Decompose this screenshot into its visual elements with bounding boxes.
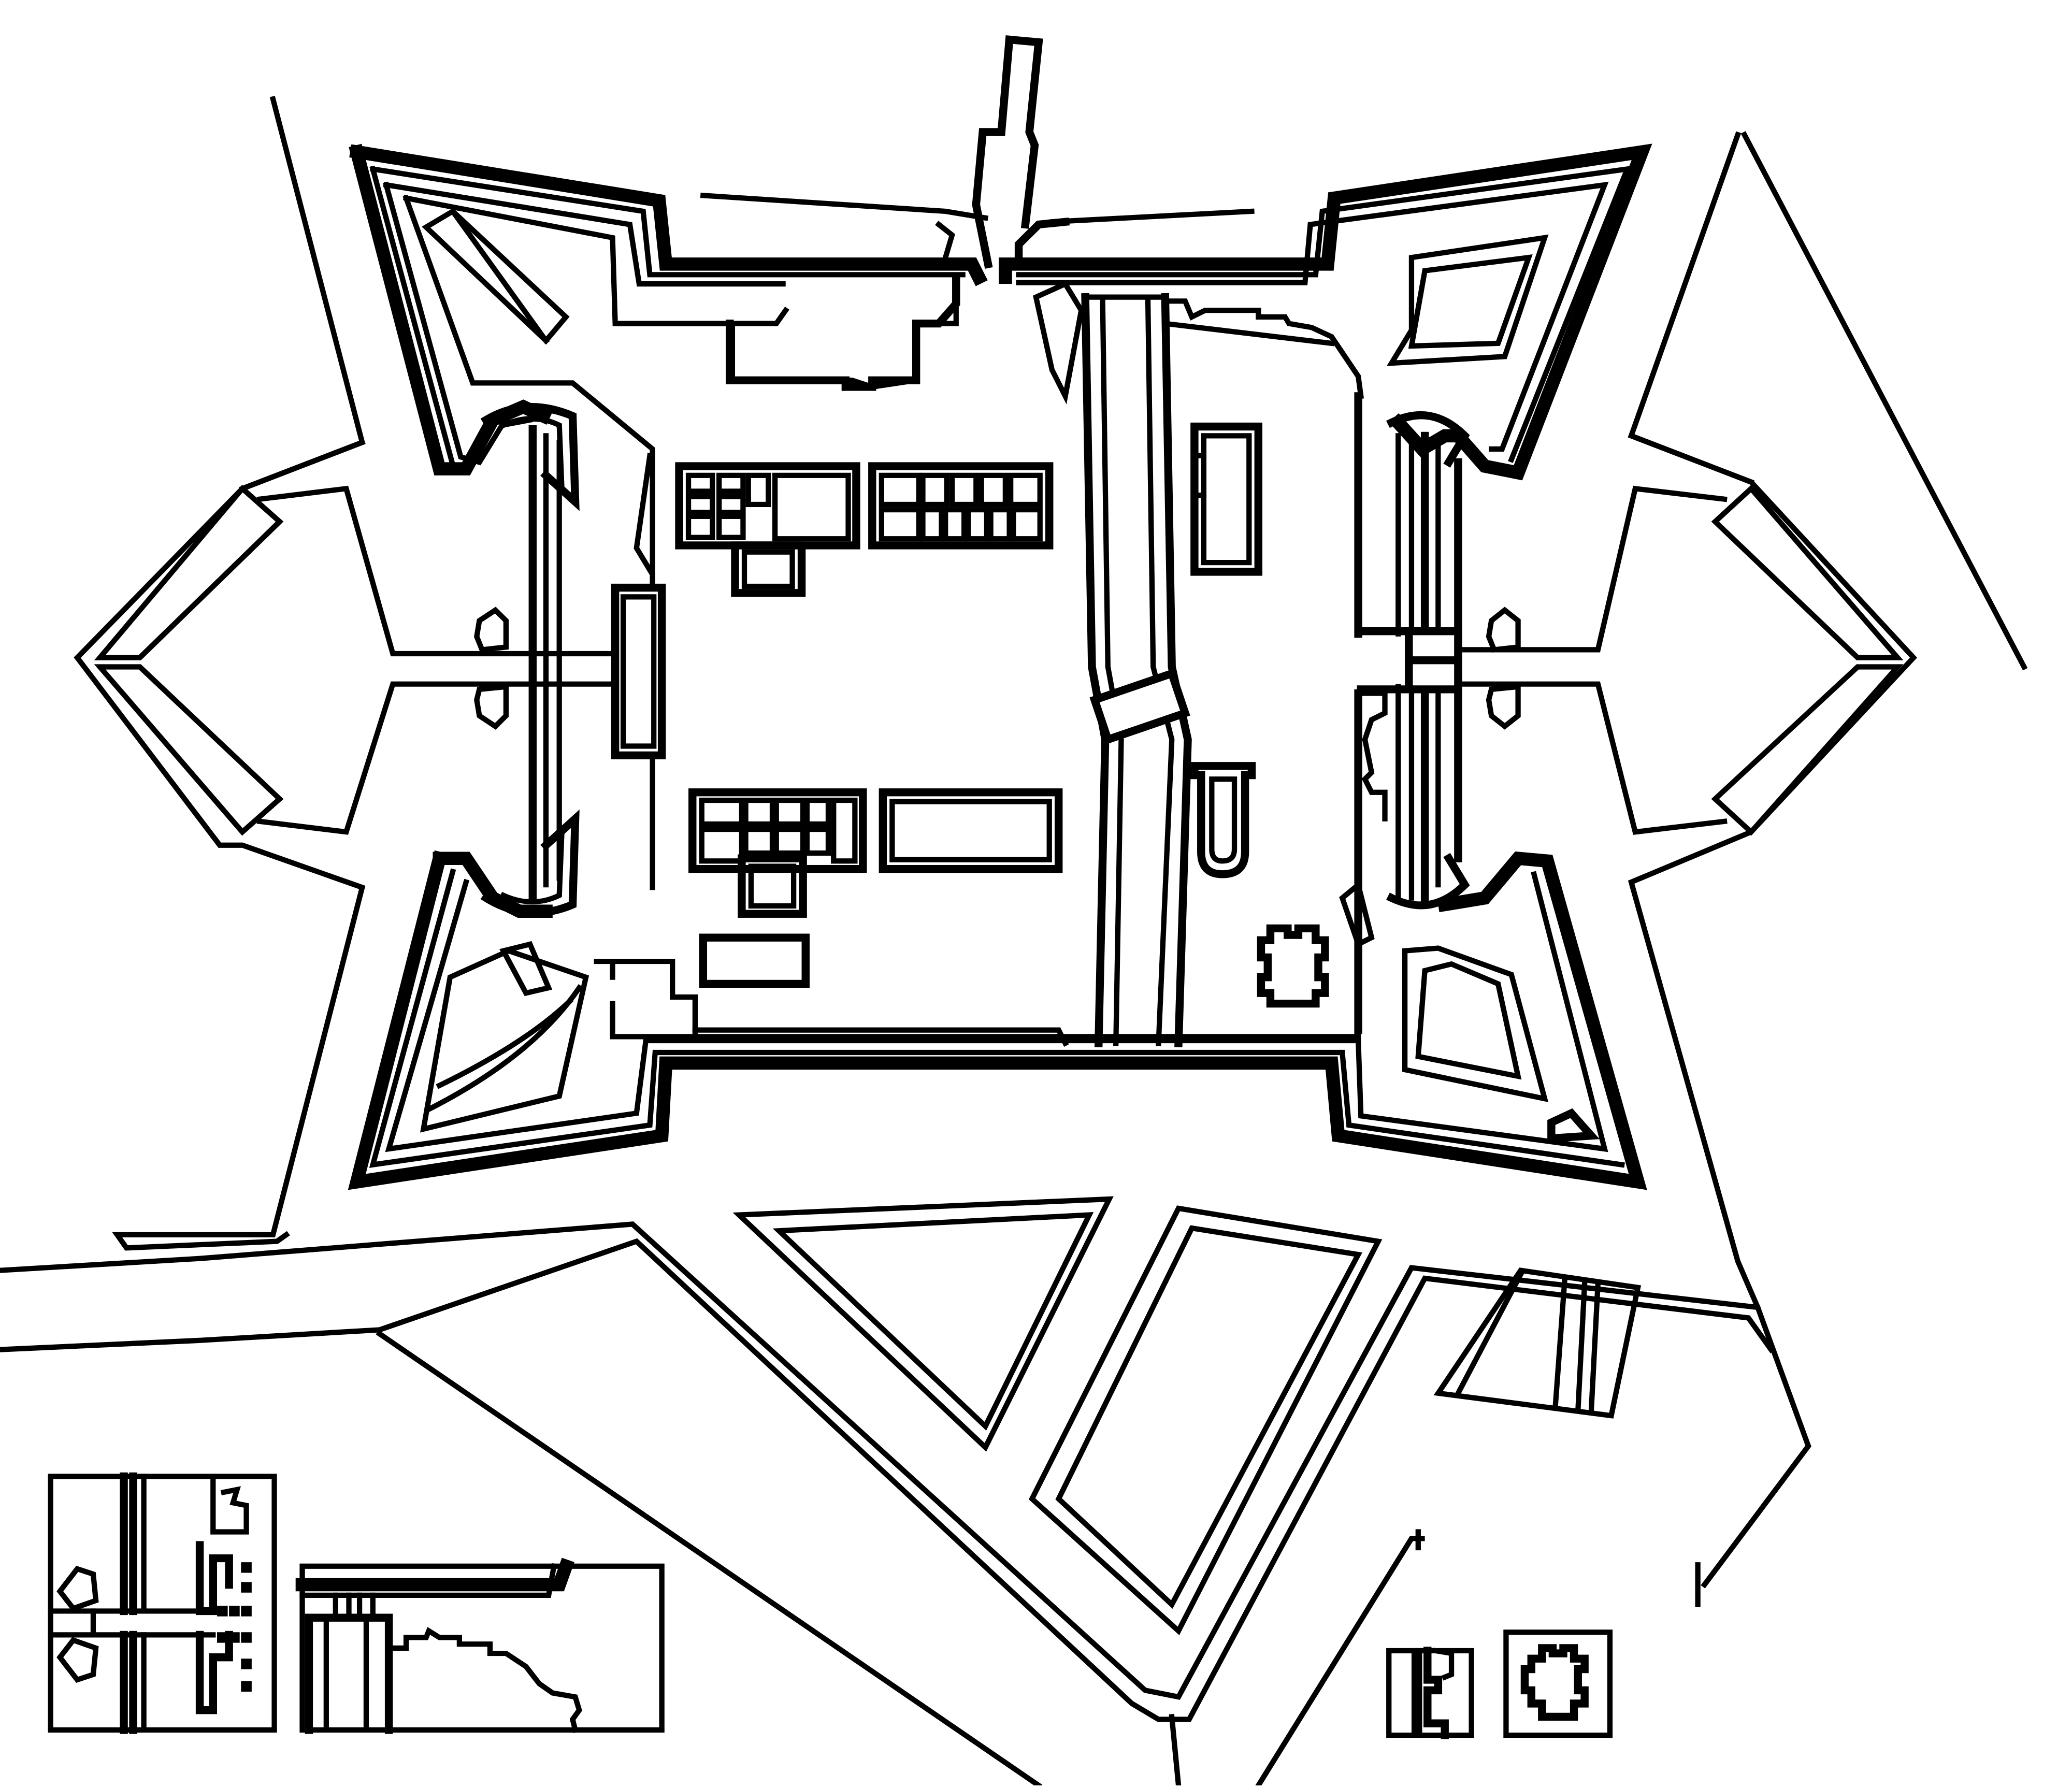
detail-inset-wall-section bbox=[295, 1558, 665, 1734]
south-east-bastion-platform bbox=[1402, 945, 1600, 1143]
south-inner-wall bbox=[594, 958, 1361, 1047]
south-west-bastion-platform bbox=[420, 941, 589, 1133]
building-north-east-hall bbox=[1190, 422, 1263, 576]
detail-inset-tower bbox=[1503, 1630, 1613, 1738]
lower-road-lines bbox=[0, 1221, 1811, 1788]
west-gate-passage bbox=[94, 439, 666, 836]
lower-left-ravelin bbox=[732, 1196, 1114, 1452]
building-south-center-block bbox=[879, 788, 1063, 873]
detail-inset-small-plan bbox=[1386, 1647, 1474, 1739]
north-gate-corridor bbox=[935, 35, 1070, 269]
building-north-center-block bbox=[868, 462, 1054, 550]
building-north-west-block bbox=[675, 462, 860, 597]
lower-center-outwork bbox=[1028, 1205, 1383, 1635]
building-south-small-block bbox=[699, 933, 810, 988]
building-crenellated-tower bbox=[1257, 924, 1329, 1008]
east-gate-passage bbox=[1357, 432, 1904, 836]
east-inner-wall bbox=[1339, 392, 1388, 1034]
detail-inset-gate-plan bbox=[48, 1472, 277, 1734]
building-south-west-block bbox=[688, 788, 867, 918]
west-orillons bbox=[480, 403, 580, 917]
lower-right-outwork bbox=[1433, 1267, 1642, 1419]
building-chapel-u-shape bbox=[1190, 762, 1256, 878]
central-street bbox=[1081, 293, 1192, 1048]
east-orillons bbox=[1386, 411, 1470, 910]
north-west-bastion-platform bbox=[422, 207, 570, 345]
north-inner-wall bbox=[726, 273, 1364, 405]
gate-detail-grid-dots bbox=[217, 1562, 252, 1692]
north-east-bastion-platform bbox=[1386, 234, 1549, 366]
